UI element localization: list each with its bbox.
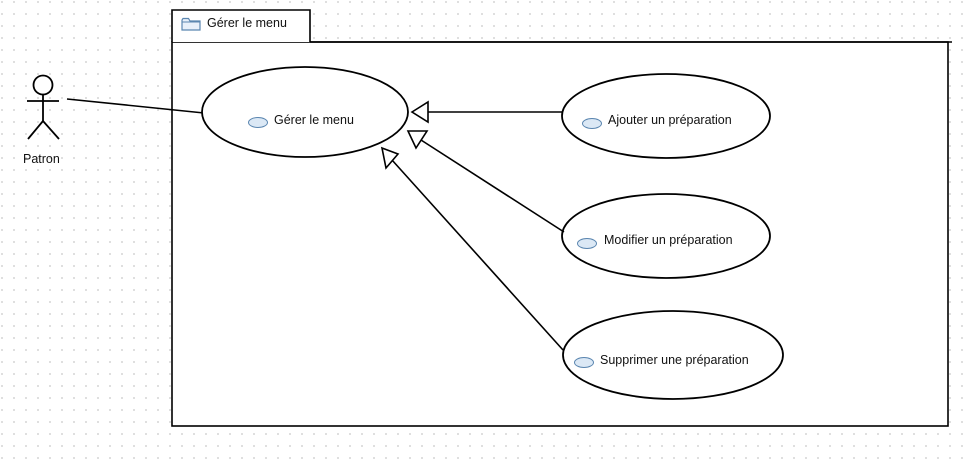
use-case-gerer-le-menu[interactable] [201,66,409,158]
actor-right-leg [42,120,60,140]
use-case-icon [574,357,594,368]
use-case-modifier[interactable] [561,193,771,279]
generalization-arrowhead-ajouter [410,100,429,124]
generalization-line-modifier[interactable] [420,139,565,233]
actor-label: Patron [23,152,60,166]
use-case-label-modifier: Modifier un préparation [604,233,733,247]
generalization-line-supprimer[interactable] [391,159,564,351]
generalization-arrowhead-modifier [406,130,429,150]
generalization-arrowhead-supprimer [380,146,400,170]
use-case-icon [248,117,268,128]
package-tab[interactable] [171,9,311,42]
use-case-ajouter[interactable] [561,73,771,159]
folder-icon [181,17,201,31]
use-case-icon [582,118,602,129]
use-case-supprimer[interactable] [562,310,784,400]
actor-left-leg [27,120,44,140]
use-case-icon [577,238,597,249]
actor-patron[interactable] [27,74,60,140]
actor-head [32,74,54,96]
use-case-label-supprimer: Supprimer une préparation [600,353,749,367]
package-title: Gérer le menu [207,16,287,30]
use-case-label-ajouter: Ajouter un préparation [608,113,732,127]
association-line[interactable] [66,98,205,114]
use-case-label-gerer: Gérer le menu [274,113,354,127]
